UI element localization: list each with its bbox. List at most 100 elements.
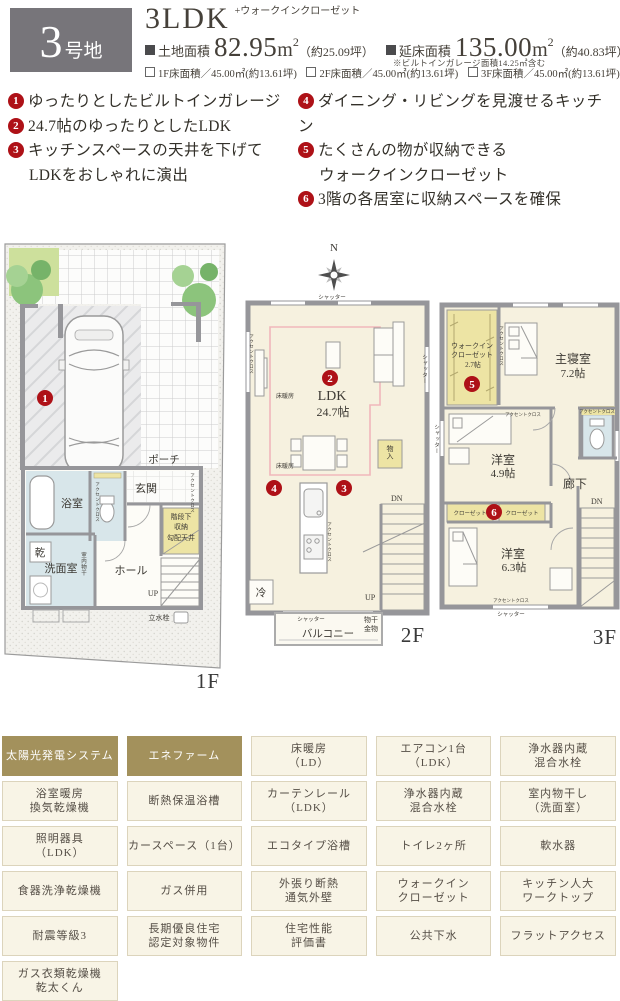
feature-item-continuation: ウォークインクローゼット [319, 166, 509, 184]
fridge-box [248, 579, 274, 605]
tv-board [254, 349, 268, 397]
equipment-tag: カースペース（1台） [126, 826, 243, 866]
total-area-unit: m2 [532, 35, 554, 61]
master-bedroom-label: 主寝室 [555, 351, 591, 366]
bed-room1 [448, 413, 512, 465]
svg-text:2: 2 [327, 373, 333, 385]
feature-number-badge: 2 [8, 117, 24, 134]
total-area-label: 延床面積 [398, 44, 451, 59]
svg-text:2.7帖: 2.7帖 [465, 360, 481, 369]
equipment-tag: ウォークイン クローゼット [375, 871, 492, 911]
floor-plan-1f: 1 [4, 243, 226, 693]
plan-title: 3LDK +ウォークインクローゼット [145, 2, 360, 36]
dryer-box [29, 541, 52, 563]
svg-text:クローゼット: クローゼット [451, 350, 493, 359]
land-area-unit: m2 [277, 35, 299, 61]
closet-label: クローゼット [453, 509, 486, 517]
feature-item-continuation: LDKをおしゃれに演出 [29, 166, 189, 184]
feature-number-badge: 4 [298, 93, 314, 109]
svg-text:物干: 物干 [364, 615, 378, 624]
svg-text:4: 4 [271, 483, 277, 495]
accent-cloth-label: アクセントクロス [493, 598, 529, 604]
shutter-label: シャッター [318, 293, 346, 301]
compass-rose-icon: N [318, 242, 350, 291]
sofa [373, 321, 405, 387]
garage-walls [20, 302, 201, 470]
equipment-tag: 床暖房 （LD） [251, 736, 367, 776]
stairs-3f [578, 507, 615, 608]
floor-heating-label: 床暖房 [276, 462, 294, 470]
equipment-tag: 軟水器 [500, 826, 616, 866]
plan-type-suffix: +ウォークインクローゼット [234, 6, 361, 17]
area-summary: 土地面積 82.95 m2 （約25.09坪） 延床面積 135.00 m2 （… [145, 32, 620, 63]
accent-cloth-label: アクセントクロス [499, 326, 505, 366]
accent-cloth-label: アクセントクロス [579, 409, 615, 415]
floor-label-1f: 1F [196, 669, 220, 693]
floor-area-list: 1F床面積／45.00㎡(約13.61坪) 2F床面積／45.00㎡(約13.6… [145, 66, 620, 81]
entrance-tiles [127, 471, 199, 503]
equipment-tag: エコタイプ浴槽 [251, 826, 367, 866]
svg-text:階段下: 階段下 [171, 512, 192, 521]
feature-number-badge: 3 [8, 142, 24, 158]
equipment-tag: 室内物干し （洗面室） [500, 781, 616, 821]
ldk-size-label: 24.7帖 [316, 404, 349, 419]
toilet-bowl [99, 501, 115, 523]
floor-area-1f: 1F床面積／45.00㎡(約13.61坪) [145, 67, 297, 80]
lot-number: 3 [39, 16, 63, 67]
total-area-tsubo: （約40.83坪） [553, 45, 620, 59]
land-area-label: 土地面積 [158, 44, 211, 59]
open-square-icon [145, 67, 155, 77]
svg-text:収納: 収納 [174, 522, 188, 531]
room2-size-label: 6.3帖 [502, 561, 527, 574]
dn-label: DN [391, 494, 403, 503]
inner-walls-1f [26, 471, 199, 606]
svg-text:勾配天井: 勾配天井 [167, 533, 195, 542]
plan-number-badge-4: 4 [266, 480, 282, 496]
stairs-2f [362, 503, 428, 611]
accent-cloth-label: アクセントクロス [95, 482, 101, 522]
faucet-label: 立水栓 [149, 613, 170, 622]
ldk-label: LDK [318, 389, 347, 404]
plan-type: 3LDK [145, 2, 230, 35]
equipment-tag: フラットアクセス [500, 916, 616, 956]
faucet-icon [173, 611, 189, 624]
filled-square-icon [145, 45, 155, 55]
feature-number-badge: 5 [298, 142, 314, 158]
shutter-label: シャッター [433, 424, 440, 454]
entry-step [32, 609, 60, 623]
land-area-value: 82.95 [214, 32, 278, 62]
bed-room2 [448, 527, 573, 591]
equipment-tag: ガス衣類乾燥機 乾太くん [2, 961, 118, 1001]
equipment-tag: 断熱保温浴槽 [126, 781, 243, 821]
ldk-outline [269, 326, 381, 476]
entry-step [62, 609, 90, 623]
window-marks [440, 303, 619, 609]
porch-label: ポーチ [148, 454, 180, 466]
room1-size-label: 4.9帖 [491, 467, 516, 480]
floor-label-2f: 2F [401, 623, 425, 647]
shutter-label: シャッター [421, 354, 428, 384]
equipment-tag: エアコン1台 （LDK） [375, 736, 492, 776]
up-label: UP [365, 593, 376, 602]
toilet-room-3f [580, 406, 615, 460]
filled-square-icon [385, 45, 396, 55]
land-area-tsubo: （約25.09坪） [298, 45, 374, 59]
equipment-tag: 浄水器内蔵 混合水栓 [500, 736, 616, 776]
floor-plan-2f: 2 4 3 シャッター シャッター LDK 24.7帖 床暖房 床暖房 物入 ア… [245, 293, 430, 647]
floor-area-3f: 3F床面積／45.00㎡(約13.61坪) [467, 67, 620, 80]
walk-in-closet [446, 309, 498, 406]
entrance-label: 玄関 [135, 481, 157, 495]
kitchen-island [299, 482, 328, 574]
side-table [325, 341, 341, 369]
balcony [274, 612, 383, 646]
equipment-tag-grid: 太陽光発電システム エネファーム 床暖房 （LD） エアコン1台 （LDK） 浄… [2, 736, 616, 1001]
dn-label: DN [591, 497, 603, 506]
